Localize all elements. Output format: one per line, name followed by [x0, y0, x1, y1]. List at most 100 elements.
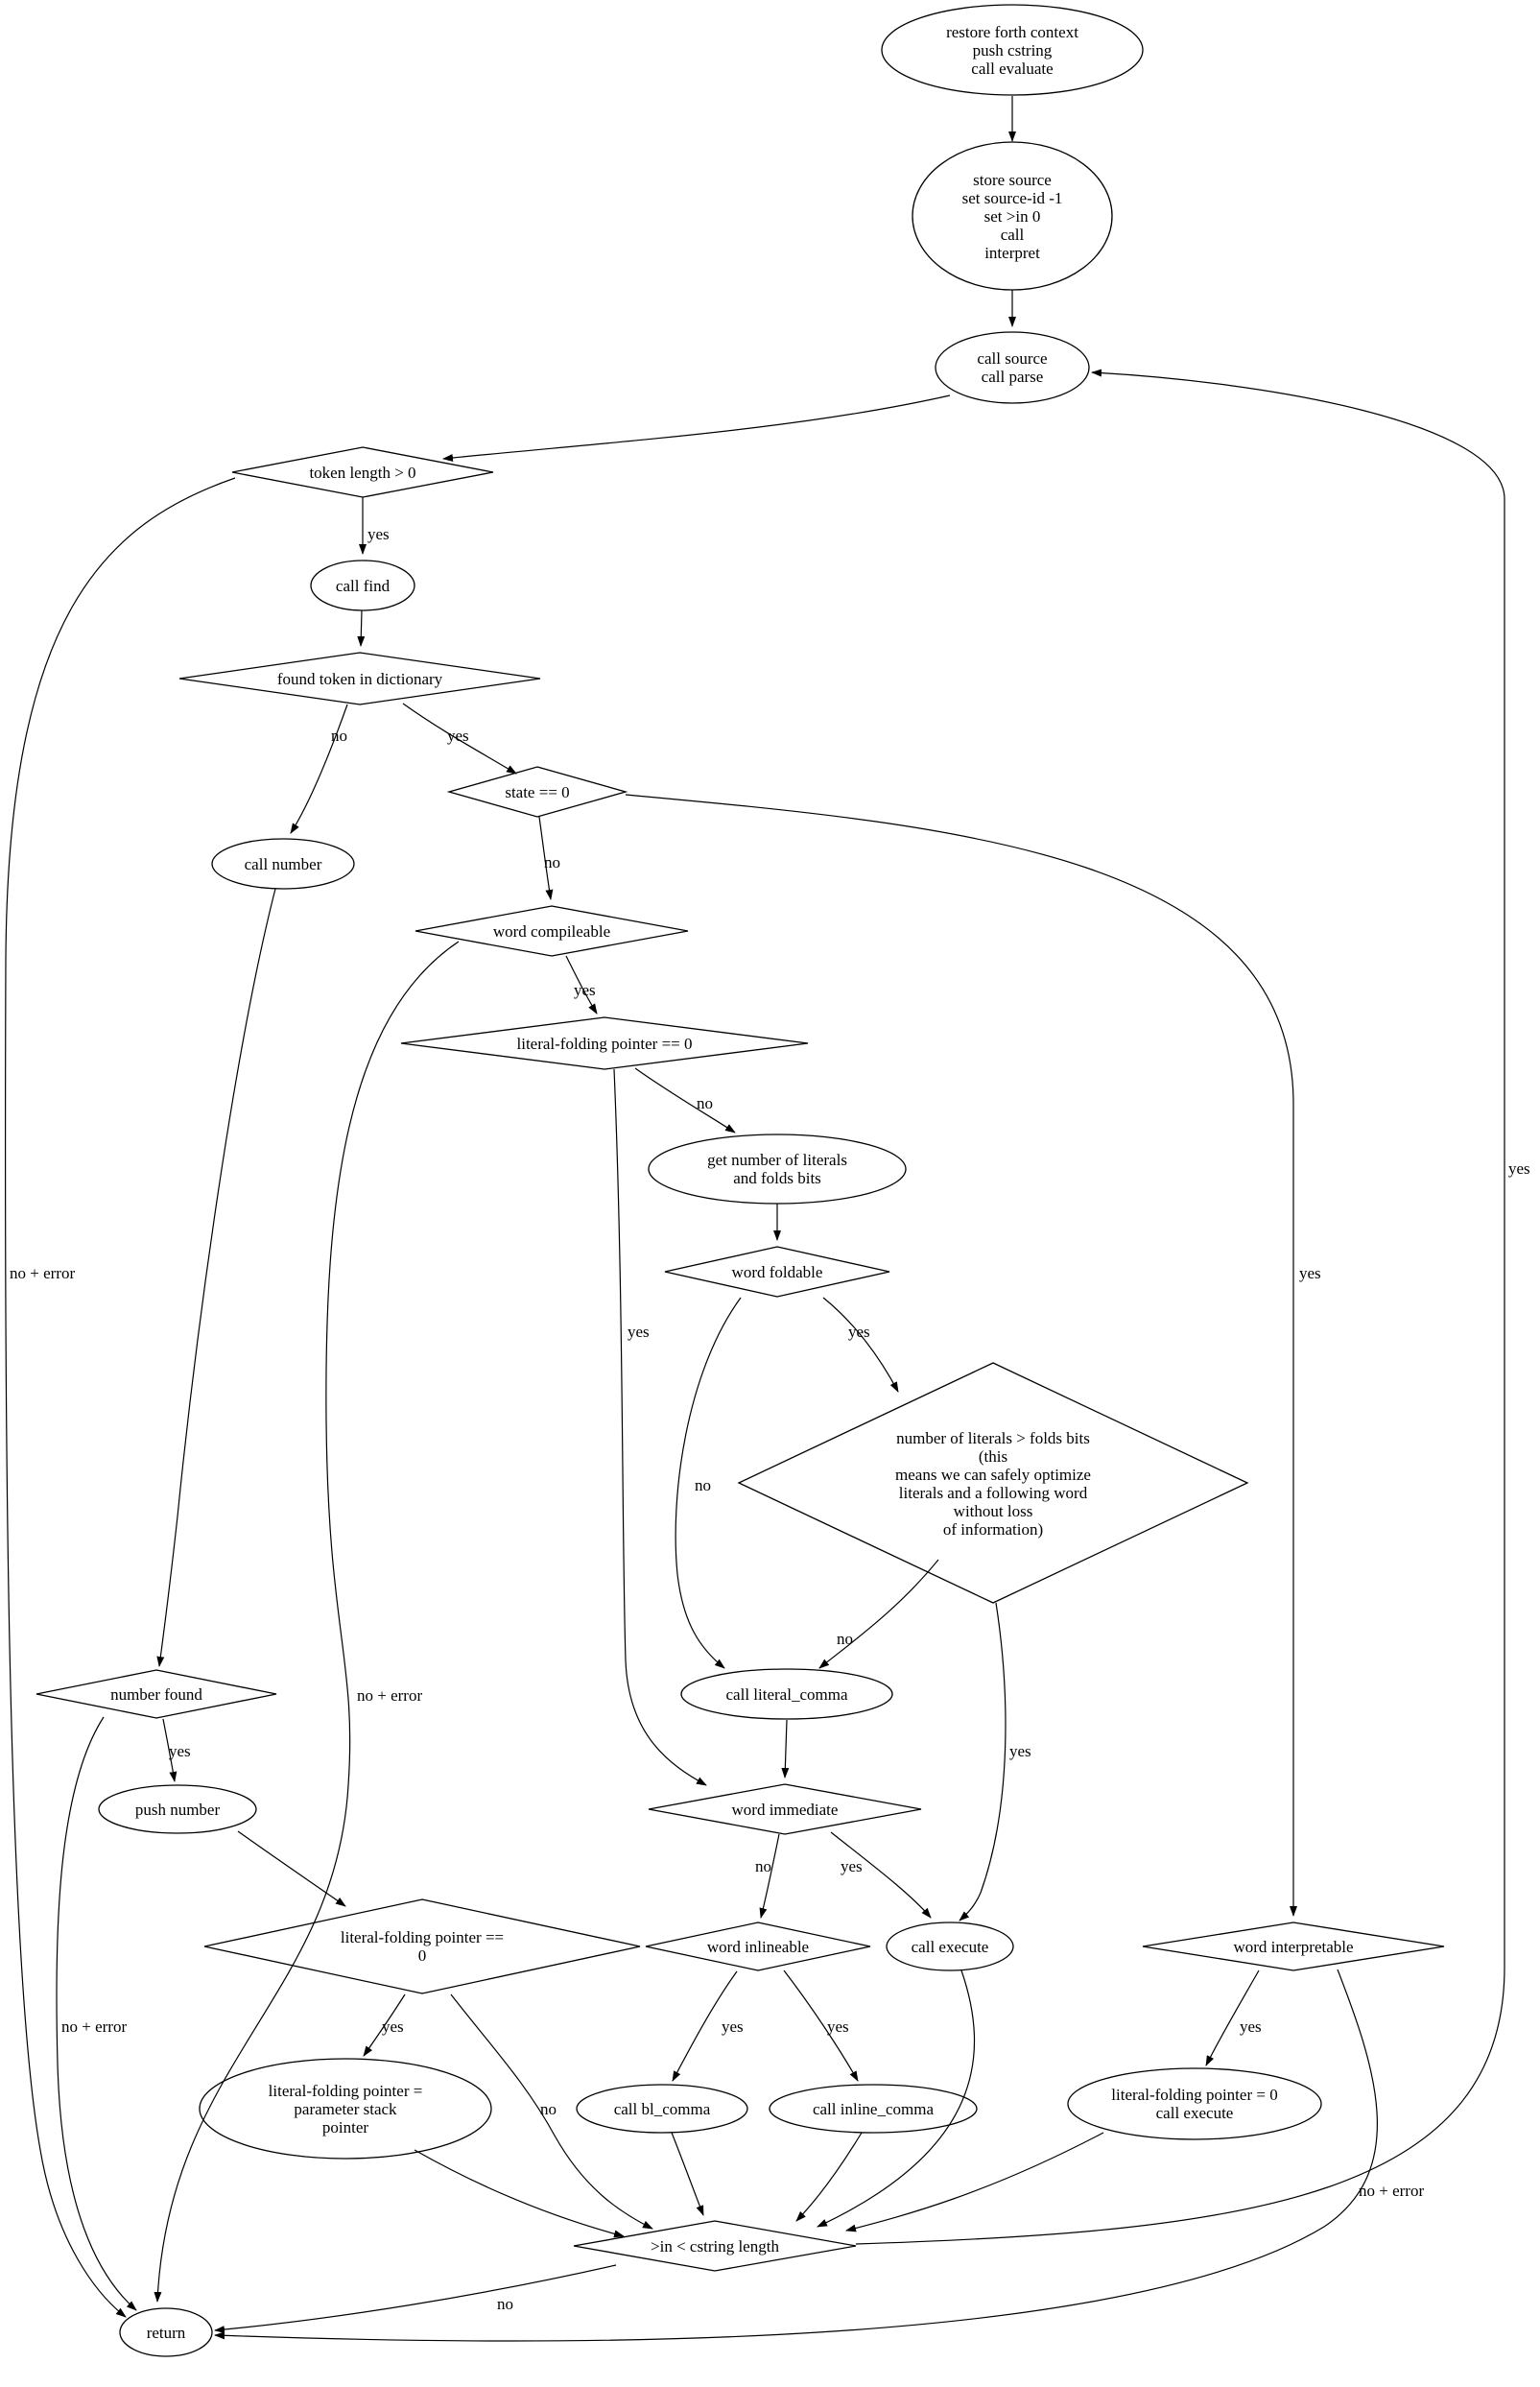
edge-label-foldable-yes: yes	[848, 1323, 870, 1341]
node-label: word foldable	[732, 1263, 823, 1281]
edge-blcomma-to-incstring	[671, 2132, 704, 2216]
node-label: pointer	[322, 2118, 368, 2136]
edge-label-number-no-error: no + error	[61, 2017, 127, 2036]
node-label: 0	[418, 1946, 427, 1965]
edge-lfpparam-to-incstring	[414, 2149, 625, 2238]
node-label: store source	[973, 171, 1052, 189]
node-word-compileable: word compileable	[415, 905, 689, 957]
edge-wordfoldable-yes-to-bigdiamond	[822, 1297, 899, 1393]
node-label: parameter stack	[294, 2100, 397, 2118]
node-label: call execute	[912, 1938, 989, 1956]
node-label: literal-folding pointer =	[269, 2082, 423, 2100]
edge-label-token-yes: yes	[367, 525, 390, 543]
edge-foundtoken-no-to-callnumber	[290, 704, 348, 834]
node-label: literal-folding pointer == 0	[517, 1035, 693, 1053]
edge-label-in-no: no	[497, 2295, 513, 2313]
node-label: call inline_comma	[813, 2100, 934, 2118]
edge-callexecute-to-incstring	[817, 1969, 976, 2228]
node-token-length: token length > 0	[231, 446, 494, 498]
node-label: literal-folding pointer ==	[341, 1928, 504, 1946]
node-label: push number	[135, 1801, 221, 1819]
edge-label-token-no-error: no + error	[10, 1264, 75, 1282]
node-label: without loss	[954, 1502, 1033, 1520]
node-literal-folding-pointer-param-stack: literal-folding pointer = parameter stac…	[199, 2058, 492, 2160]
node-label: word compileable	[493, 922, 610, 941]
node-call-source-call-parse: call source call parse	[935, 331, 1090, 404]
node-label: and folds bits	[733, 1169, 821, 1187]
node-literal-folding-pointer-zero-call-execute: literal-folding pointer = 0 call execute	[1067, 2067, 1322, 2140]
node-label: literal-folding pointer = 0	[1111, 2086, 1277, 2104]
node-label: interpret	[984, 244, 1040, 262]
node-label: word inlineable	[707, 1938, 809, 1956]
edge-lfpbottom-yes-to-lfpparam	[363, 1993, 406, 2057]
edge-inlinecomma-to-incstring	[795, 2132, 863, 2222]
edge-bigdiamond-yes-to-callexecute	[959, 1602, 1007, 1922]
node-label: means we can safely optimize	[895, 1466, 1091, 1484]
edge-label-lfpb-no: no	[540, 2100, 557, 2118]
node-number-of-literals-gt-folds-bits: number of literals > folds bits (this me…	[737, 1362, 1249, 1604]
edge-wordimmediate-yes-to-callexecute	[830, 1831, 932, 1919]
node-label: call source	[977, 349, 1047, 368]
node-label: number found	[110, 1685, 202, 1704]
edge-label-compileable-yes: yes	[574, 981, 596, 999]
node-label: get number of literals	[707, 1151, 847, 1169]
node-label: call	[1001, 226, 1025, 244]
edge-statezero-no-to-wordcompileable	[538, 816, 554, 900]
node-literal-folding-pointer-zero-top: literal-folding pointer == 0	[400, 1016, 809, 1070]
edge-label-inlineable-yes-right: yes	[827, 2017, 849, 2036]
node-word-interpretable: word interpretable	[1142, 1922, 1445, 1971]
edge-tokenlength-noerror-to-return	[4, 477, 236, 2318]
edge-callfind-to-foundtoken	[357, 609, 366, 647]
edge-label-lfpb-yes: yes	[382, 2017, 404, 2036]
node-word-immediate: word immediate	[648, 1783, 922, 1835]
edge-labels: yes no + error no yes no yes yes no + er…	[10, 525, 1530, 2313]
edge-incstring-no-to-return	[214, 2264, 617, 2334]
node-call-number: call number	[211, 838, 355, 890]
node-label: token length > 0	[309, 464, 415, 482]
edge-foundtoken-yes-to-statezero	[402, 703, 517, 775]
edge-lfpzeroexecute-to-incstring	[845, 2132, 1104, 2232]
edge-bigdiamond-no-to-literalcomma	[818, 1559, 939, 1669]
edge-label-interp-no-error: no + error	[1359, 2182, 1424, 2200]
edge-callnumber-to-numberfound	[156, 888, 276, 1667]
node-label: state == 0	[505, 783, 569, 801]
node-get-number-of-literals: get number of literals and folds bits	[648, 1134, 907, 1205]
edge-incstring-yes-to-callsource	[855, 369, 1505, 2245]
node-label: (this	[979, 1447, 1007, 1466]
node-word-inlineable: word inlineable	[645, 1922, 871, 1971]
edge-label-inlineable-yes-left: yes	[722, 2017, 744, 2036]
edge-numberfound-noerror-to-return	[56, 1716, 137, 2311]
node-label: call find	[336, 577, 391, 595]
edge-label-found-no: no	[331, 727, 347, 745]
edge-wordcompileable-noerror-to-return	[154, 941, 460, 2303]
edges	[4, 96, 1505, 2342]
node-label: of information)	[943, 1520, 1043, 1539]
edge-label-state-yes: yes	[1299, 1264, 1321, 1282]
edge-label-immediate-no: no	[755, 1857, 771, 1875]
edge-label-immediate-yes: yes	[841, 1857, 863, 1875]
node-call-bl-comma: call bl_comma	[576, 2084, 748, 2134]
edge-pushnumber-to-lfpbottom	[237, 1830, 346, 1907]
node-store-source: store source set source-id -1 set >in 0 …	[912, 141, 1113, 291]
edge-label-number-yes: yes	[169, 1742, 191, 1760]
edge-label-found-yes: yes	[447, 727, 469, 745]
edge-label-big-yes: yes	[1009, 1742, 1031, 1760]
node-label: set >in 0	[984, 207, 1041, 226]
edge-wordinterpretable-noerror-to-return	[214, 1969, 1378, 2342]
node-label: call parse	[982, 368, 1044, 386]
node-call-literal-comma: call literal_comma	[680, 1668, 893, 1720]
node-label: found token in dictionary	[277, 670, 443, 688]
node-label: push cstring	[973, 41, 1053, 60]
node-word-foldable: word foldable	[664, 1246, 890, 1298]
edge-statezero-yes-to-wordinterpretable	[625, 794, 1297, 1917]
node-label: return	[147, 2324, 186, 2342]
edge-label-state-no: no	[544, 853, 560, 871]
node-found-token-in-dictionary: found token in dictionary	[178, 652, 541, 705]
node-label: literals and a following word	[899, 1484, 1088, 1502]
node-label: >in < cstring length	[651, 2237, 779, 2256]
edge-label-interp-yes: yes	[1240, 2017, 1262, 2036]
node-label: set source-id -1	[962, 189, 1063, 207]
edge-label-foldable-no: no	[695, 1476, 711, 1494]
